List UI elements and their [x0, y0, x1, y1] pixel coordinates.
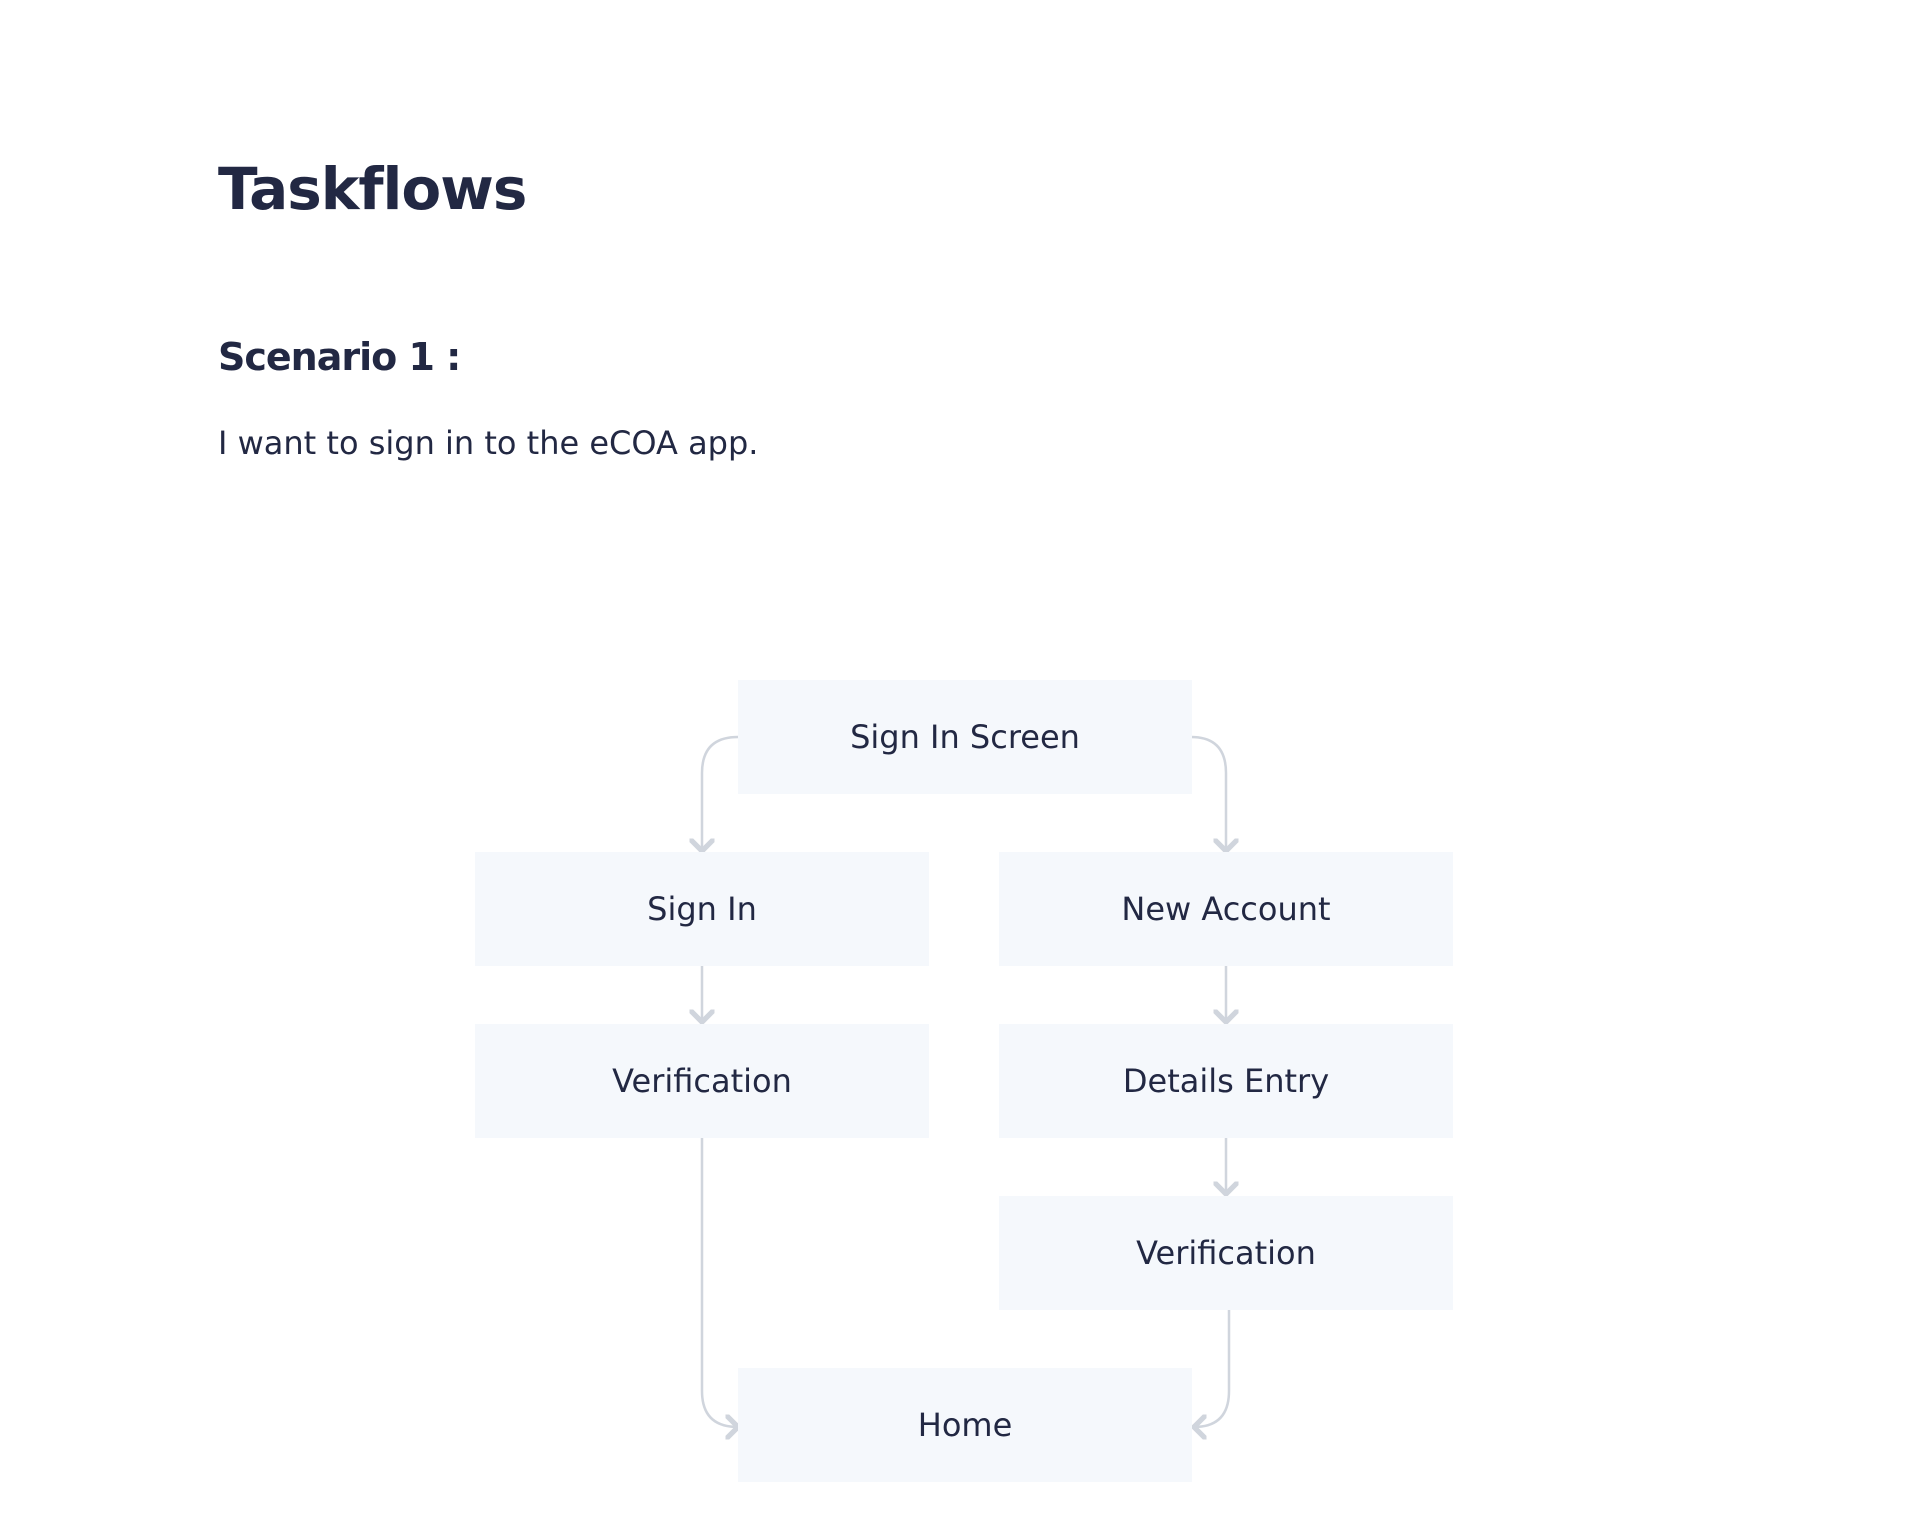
node-new-account: New Account — [999, 852, 1453, 966]
connector-verification-left-to-home — [700, 1136, 738, 1427]
node-sign-in: Sign In — [475, 852, 929, 966]
node-verification-right: Verification — [999, 1196, 1453, 1310]
connector-sign-in-screen-to-sign-in — [702, 735, 740, 851]
node-label: New Account — [1121, 890, 1331, 928]
node-sign-in-screen: Sign In Screen — [738, 680, 1192, 794]
node-label: Sign In — [647, 890, 757, 928]
node-label: Verification — [612, 1062, 792, 1100]
node-home: Home — [738, 1368, 1192, 1482]
node-label: Details Entry — [1122, 1062, 1330, 1100]
node-label: Verification — [1136, 1234, 1316, 1272]
node-verification-left: Verification — [475, 1024, 929, 1138]
page-title: Taskflows — [218, 155, 527, 223]
node-label: Sign In Screen — [850, 718, 1080, 756]
node-label: Home — [917, 1406, 1013, 1444]
scenario-heading: Scenario 1 : — [218, 335, 461, 379]
connector-verification-right-to-home — [1194, 1308, 1231, 1427]
node-details-entry: Details Entry — [999, 1024, 1453, 1138]
connector-sign-in-screen-to-new-account — [1189, 735, 1226, 851]
scenario-description: I want to sign in to the eCOA app. — [218, 424, 759, 462]
